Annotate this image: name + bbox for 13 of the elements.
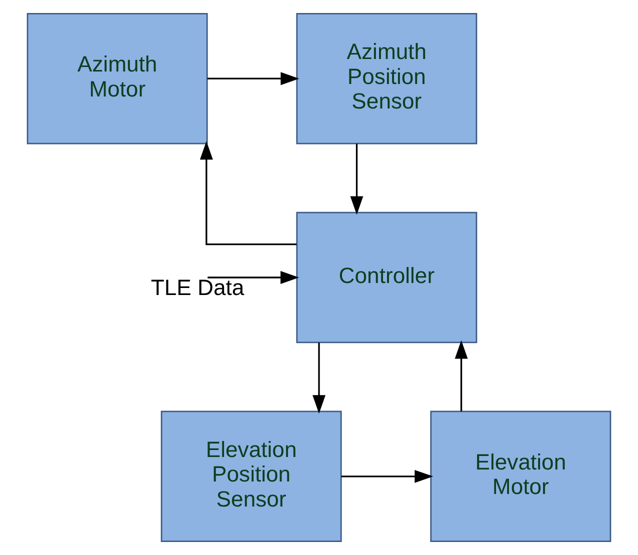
node-box: Elevation Motor [430, 410, 612, 542]
arrow [200, 141, 297, 246]
edge-label: TLE Data [150, 275, 244, 300]
arrow [454, 340, 468, 412]
node-box: Elevation Position Sensor [160, 410, 342, 542]
arrow [350, 144, 364, 215]
node-box: Controller [296, 212, 478, 344]
node-box: Azimuth Motor [26, 12, 208, 144]
arrow [207, 72, 300, 86]
arrow [208, 271, 300, 284]
node-box: Azimuth Position Sensor [296, 12, 478, 144]
arrow [341, 470, 434, 483]
arrow [312, 342, 326, 414]
